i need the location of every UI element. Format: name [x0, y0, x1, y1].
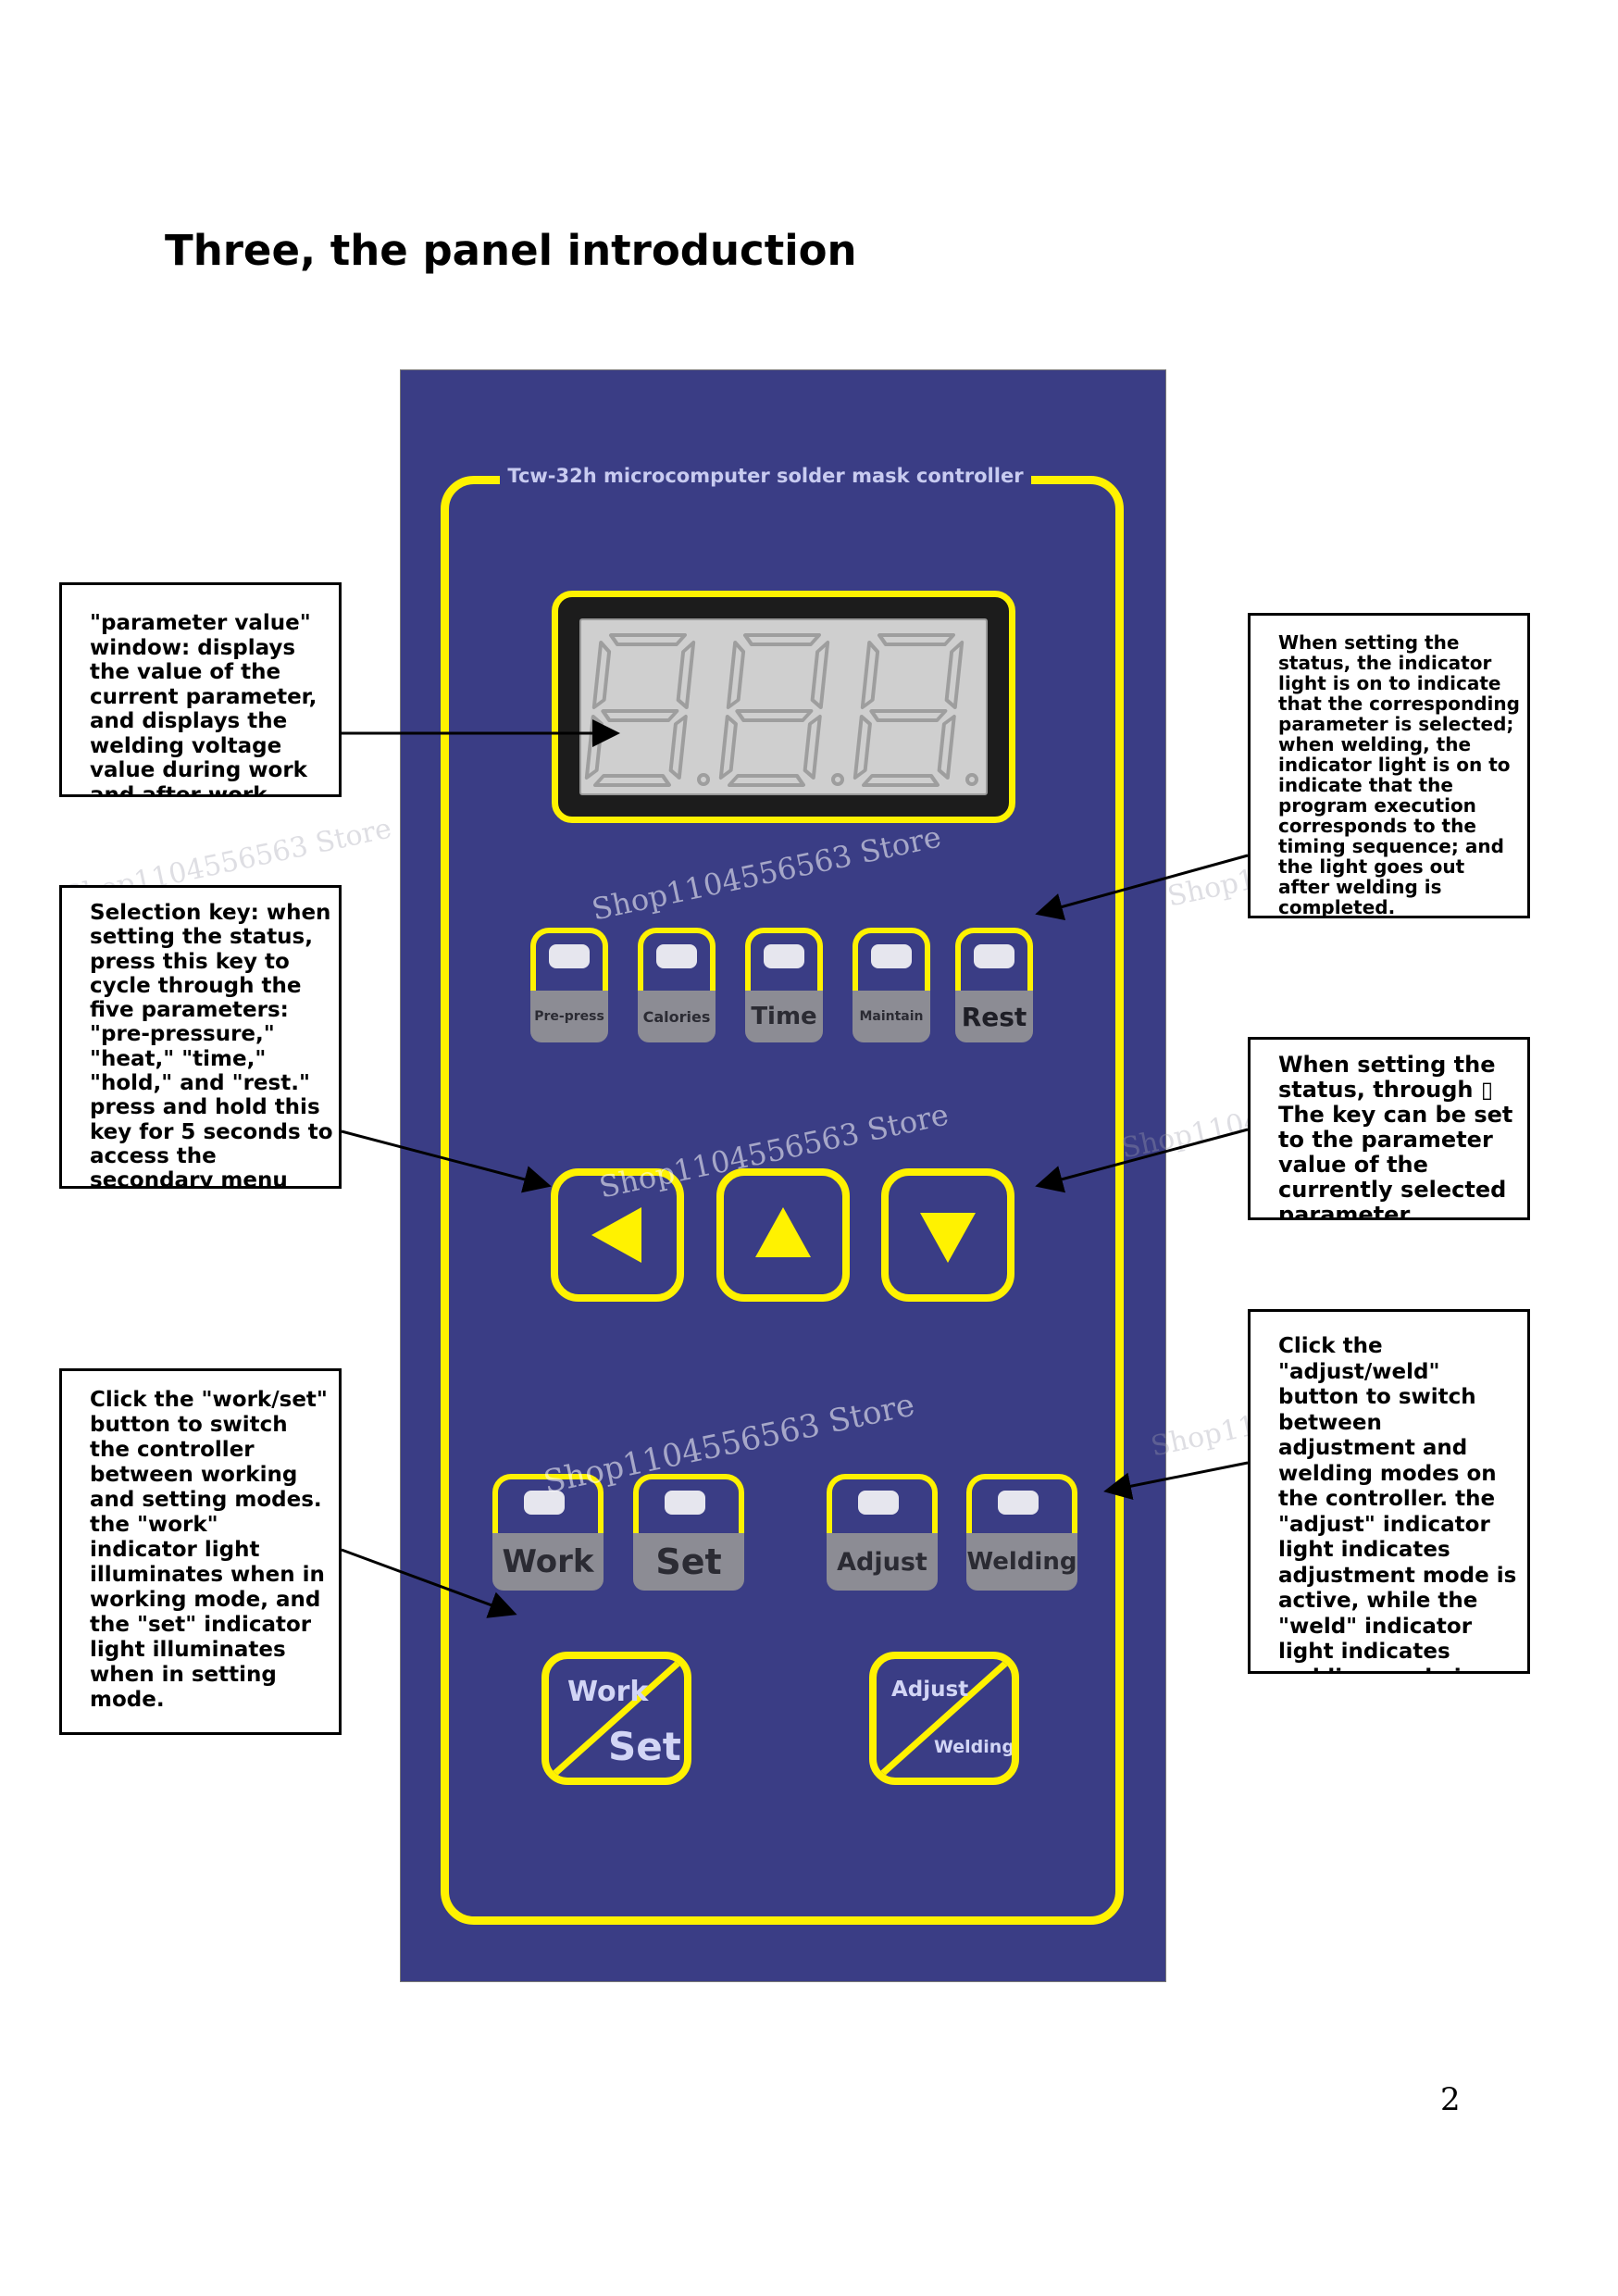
adjust-weld-bottom-label: Welding: [934, 1737, 1014, 1757]
callout-text: Click the "adjust/weld" button to switch…: [1278, 1334, 1517, 1671]
work-set-top-label: Work: [567, 1676, 649, 1708]
controller-title: Tcw-32h microcomputer solder mask contro…: [507, 465, 1024, 487]
indicator-work: [492, 1474, 604, 1550]
adjust-weld-button[interactable]: Adjust Welding: [869, 1652, 1019, 1785]
callout-text: When setting the status, through ▯ The k…: [1278, 1052, 1513, 1220]
diagonal-divider-icon: [879, 1660, 1009, 1777]
label-maintain: Maintain: [853, 991, 930, 1042]
label-welding: Welding: [966, 1533, 1077, 1591]
triangle-down-icon: [920, 1213, 976, 1263]
down-key[interactable]: [881, 1168, 1014, 1302]
indicator-time: [745, 928, 823, 1004]
page-number: 2: [1440, 2081, 1461, 2118]
callout-text: When setting the status, the indicator l…: [1278, 631, 1520, 918]
work-set-bottom-label: Set: [608, 1724, 681, 1769]
work-set-button[interactable]: Work Set: [541, 1652, 691, 1785]
callout-work-set: Click the "work/set" button to switch th…: [59, 1368, 342, 1735]
page-heading: Three, the panel introduction: [165, 226, 857, 275]
indicator-light: [764, 944, 804, 968]
display-screen: [579, 618, 988, 795]
callout-display: "parameter value" window: displays the v…: [59, 582, 342, 797]
callout-indicator-lights: When setting the status, the indicator l…: [1248, 613, 1530, 918]
indicator-pre-press: [530, 928, 608, 1004]
indicator-light: [665, 1491, 705, 1515]
label-calories: Calories: [638, 991, 716, 1042]
label-adjust: Adjust: [827, 1533, 938, 1591]
callout-adjust-weld: Click the "adjust/weld" button to switch…: [1248, 1309, 1530, 1674]
frame-title-gap: [500, 470, 1031, 493]
callout-text: "parameter value" window: displays the v…: [90, 611, 317, 797]
indicator-light: [974, 944, 1014, 968]
label-pre-press: Pre-press: [530, 991, 608, 1042]
callout-text: Selection key: when setting the status, …: [90, 901, 333, 1189]
indicator-rest: [955, 928, 1033, 1004]
indicator-calories: [638, 928, 716, 1004]
up-key[interactable]: [716, 1168, 850, 1302]
label-set: Set: [633, 1533, 744, 1591]
indicator-light: [998, 1491, 1039, 1515]
indicator-adjust: [827, 1474, 938, 1550]
indicator-maintain: [853, 928, 930, 1004]
label-rest: Rest: [955, 991, 1033, 1042]
label-work: Work: [492, 1533, 604, 1591]
indicator-light: [549, 944, 590, 968]
indicator-set: [633, 1474, 744, 1550]
selection-key[interactable]: [551, 1168, 684, 1302]
indicator-light: [656, 944, 697, 968]
indicator-welding: [966, 1474, 1077, 1550]
label-time: Time: [745, 991, 823, 1042]
triangle-up-icon: [755, 1207, 811, 1257]
adjust-weld-top-label: Adjust: [891, 1678, 969, 1702]
callout-selection-key: Selection key: when setting the status, …: [59, 885, 342, 1189]
indicator-light: [524, 1491, 565, 1515]
diagonal-divider-icon: [552, 1660, 681, 1777]
callout-up-down-keys: When setting the status, through ▯ The k…: [1248, 1037, 1530, 1220]
callout-text: Click the "work/set" button to switch th…: [90, 1388, 328, 1712]
indicator-light: [858, 1491, 899, 1515]
seven-segment-digits: [584, 633, 978, 787]
triangle-left-icon: [591, 1207, 641, 1263]
indicator-light: [871, 944, 912, 968]
